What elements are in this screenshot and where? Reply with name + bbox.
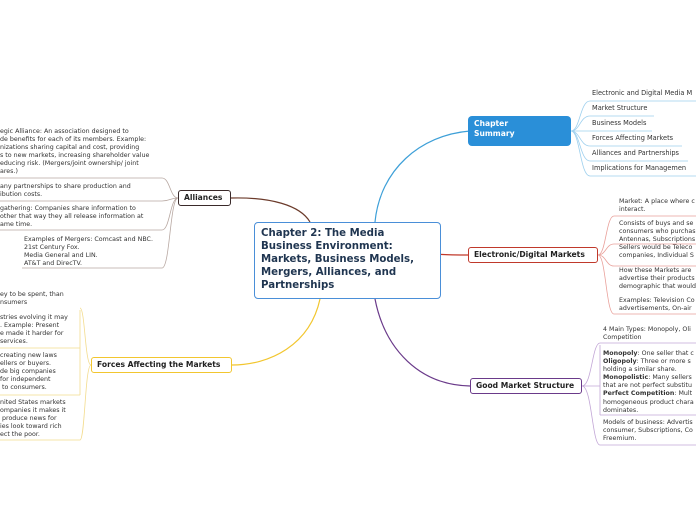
forces-note-spent[interactable]: ey to be spent, than nsumers xyxy=(0,291,64,307)
structure-connectors xyxy=(581,342,696,446)
summary-connectors xyxy=(570,100,696,177)
alliances-note-partnerships[interactable]: any partnerships to share production and… xyxy=(0,183,131,199)
alliances-connectors xyxy=(0,177,179,269)
def-perfect-competition-text: : Mult homogeneous product chara dominat… xyxy=(603,390,694,414)
electronic-note-consists[interactable]: Consists of buys and se consumers who pu… xyxy=(619,220,696,260)
electronic-note-examples[interactable]: Examples: Television Co advertisements, … xyxy=(619,297,695,313)
branch-structure xyxy=(374,298,471,387)
summary-item-business-models[interactable]: Business Models xyxy=(592,119,647,127)
electronic-note-how[interactable]: How these Markets are advertise their pr… xyxy=(619,267,696,291)
summary-item-electronic[interactable]: Electronic and Digital Media M xyxy=(592,89,693,97)
def-oligopoly: Oligopoly: Three or more s holding a sim… xyxy=(603,358,696,374)
branch-forces xyxy=(231,298,321,366)
def-monopolistic-text: : Many sellers that are not perfect subs… xyxy=(603,374,692,390)
topic-good-market-structure[interactable]: Good Market Structure xyxy=(470,378,582,394)
topic-chapter-summary[interactable]: Chapter Summary xyxy=(468,116,571,146)
topic-alliances[interactable]: Alliances xyxy=(178,190,231,206)
def-monopoly-text: : One seller that c xyxy=(637,350,694,357)
def-perfect-competition-term: Perfect Competition xyxy=(603,390,675,398)
summary-item-market-structure[interactable]: Market Structure xyxy=(592,104,648,112)
def-monopolistic-term: Monopolistic xyxy=(603,374,649,382)
summary-item-forces[interactable]: Forces Affecting Markets xyxy=(592,134,674,142)
forces-note-laws[interactable]: creating new laws ellers or buyers. de b… xyxy=(0,352,57,392)
electronic-connectors xyxy=(597,215,696,315)
central-topic[interactable]: Chapter 2: The Media Business Environmen… xyxy=(254,222,441,299)
def-oligopoly-term: Oligopoly xyxy=(603,358,637,366)
branch-summary xyxy=(374,130,471,223)
summary-item-implications[interactable]: Implications for Managemen xyxy=(592,164,687,172)
def-oligopoly-text: : Three or more s holding a similar shar… xyxy=(603,358,691,374)
alliances-note-gathering[interactable]: gathering: Companies share information t… xyxy=(0,205,144,229)
forces-connectors xyxy=(0,307,92,441)
def-monopoly-term: Monopoly xyxy=(603,350,638,357)
alliances-note-mergers[interactable]: Examples of Mergers: Comcast and NBC. 21… xyxy=(24,236,153,268)
forces-note-evolving[interactable]: stries evolving it may . Example: Presen… xyxy=(0,314,68,346)
topic-chapter-summary-label: Chapter Summary xyxy=(474,119,515,138)
def-monopoly: Monopoly: One seller that c xyxy=(603,350,696,358)
summary-item-alliances[interactable]: Alliances and Partnerships xyxy=(592,149,679,157)
def-monopolistic: Monopolistic: Many sellers that are not … xyxy=(603,374,696,390)
branch-alliances xyxy=(230,197,311,223)
forces-note-us-markets[interactable]: nited States markets ompanies it makes i… xyxy=(0,399,66,439)
alliances-note-strategic[interactable]: egic Alliance: An association designed t… xyxy=(0,128,150,176)
topic-electronic-digital-markets[interactable]: Electronic/Digital Markets xyxy=(468,247,598,263)
topic-forces-affecting-markets[interactable]: Forces Affecting the Markets xyxy=(91,357,232,373)
structure-note-models[interactable]: Models of business: Advertis consumer, S… xyxy=(603,419,693,443)
def-perfect-competition: Perfect Competition: Mult homogeneous pr… xyxy=(603,390,696,414)
structure-note-types[interactable]: 4 Main Types: Monopoly, Oli Competition xyxy=(603,326,691,342)
electronic-note-market[interactable]: Market: A place where c interact. xyxy=(619,198,695,214)
structure-note-definitions[interactable]: Monopoly: One seller that c Oligopoly: T… xyxy=(603,350,696,415)
